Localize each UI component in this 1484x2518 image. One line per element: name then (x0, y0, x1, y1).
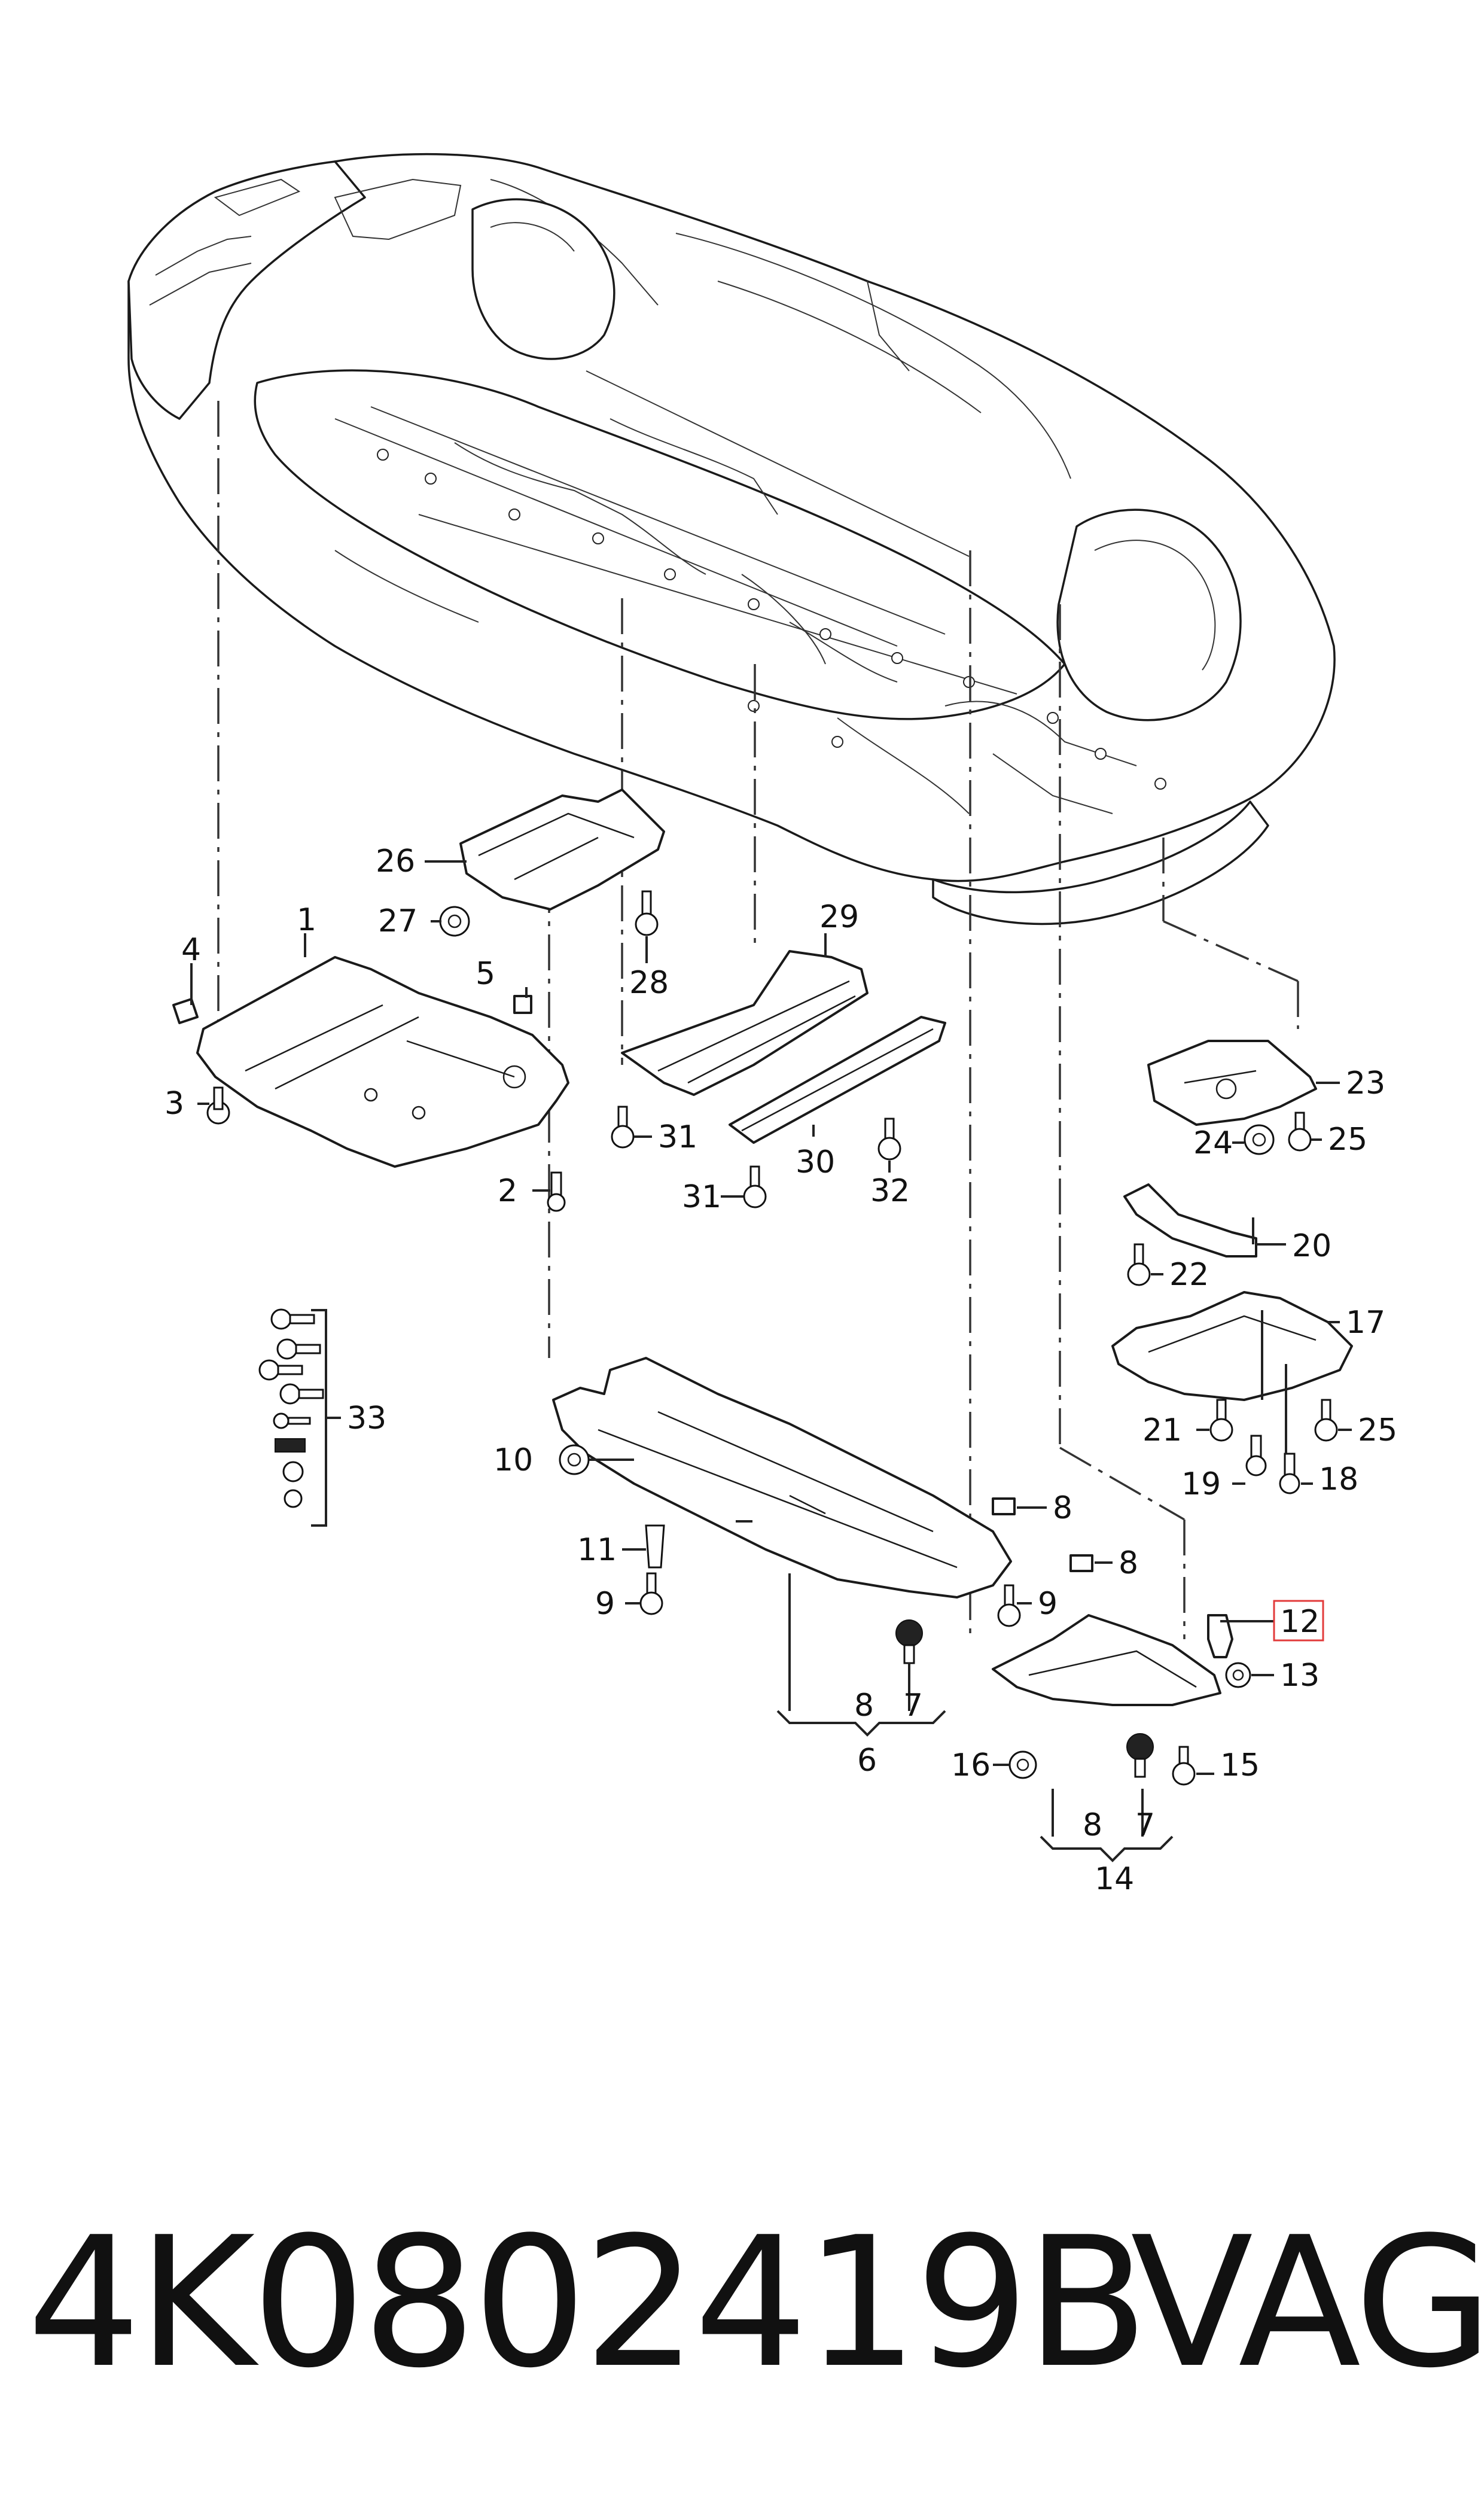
screw-28 (635, 890, 659, 936)
callout-18: 18 (1319, 1462, 1358, 1497)
callout-9a: 9 (595, 1586, 615, 1622)
callout-12: 12 (1280, 1604, 1320, 1640)
screw-9b (997, 1584, 1021, 1627)
fasteners (172, 890, 1338, 1786)
callout-8d: 8 (1083, 1807, 1102, 1843)
clip-18 (1279, 1453, 1300, 1494)
clip-11 (645, 1524, 665, 1569)
callout-31b: 31 (682, 1179, 721, 1215)
nut-13 (1225, 1662, 1251, 1688)
callout-25b: 25 (1358, 1412, 1397, 1448)
callout-leaders (190, 860, 1352, 1862)
screw-15 (1172, 1746, 1196, 1786)
callout-11: 11 (577, 1532, 617, 1568)
callout-28: 28 (629, 965, 669, 1001)
callout-9b: 9 (1038, 1586, 1058, 1622)
screw-9a (639, 1572, 663, 1615)
callout-8c: 8 (854, 1688, 874, 1724)
callout-23: 23 (1346, 1065, 1385, 1101)
part-12-bracket (1207, 1614, 1233, 1658)
callout-22: 22 (1169, 1257, 1209, 1293)
screw-31a (611, 1106, 635, 1149)
callout-2: 2 (498, 1173, 517, 1209)
screw-32 (877, 1118, 901, 1161)
nut-24 (1244, 1124, 1275, 1155)
part-26-shield (459, 788, 665, 911)
callout-13: 13 (1280, 1658, 1320, 1694)
callout-7b: 7 (1135, 1807, 1155, 1843)
part-14-rear-panel (992, 1614, 1221, 1706)
clip-4 (172, 998, 199, 1024)
part-20-bracket (1123, 1183, 1257, 1258)
clip-8b (1069, 1554, 1093, 1572)
screw-31b (743, 1165, 767, 1208)
callout-4: 4 (181, 932, 201, 968)
clip-8a (992, 1497, 1016, 1515)
screw-21 (1209, 1399, 1233, 1442)
callout-6: 6 (857, 1743, 877, 1779)
part-23-rear-shield (1147, 1040, 1317, 1126)
screw-25a (1288, 1112, 1312, 1152)
brand-text: VAG (1130, 2199, 1484, 2407)
part-number-text: 4K0802419B (27, 2199, 1148, 2407)
screw-3 (206, 1086, 230, 1125)
callout-19: 19 (1181, 1466, 1221, 1502)
callout-26: 26 (376, 844, 415, 879)
part-17-side-shield (1111, 1291, 1353, 1401)
fastener-kit-33 (258, 1308, 324, 1508)
screw-25b (1314, 1399, 1338, 1442)
nut-10 (559, 1444, 590, 1475)
callout-32: 32 (870, 1173, 910, 1209)
grommet-7b (1126, 1733, 1154, 1778)
highlight-box-12 (1273, 1600, 1324, 1642)
callout-20: 20 (1292, 1228, 1331, 1264)
nut-27 (439, 906, 470, 937)
callout-8b: 8 (1119, 1545, 1138, 1581)
callout-10: 10 (493, 1442, 533, 1478)
callout-16: 16 (951, 1747, 991, 1783)
clip-19 (1245, 1435, 1267, 1476)
part-1-front-shield (196, 956, 569, 1168)
car-underbody-illustration (127, 153, 1336, 925)
callout-8a: 8 (1053, 1490, 1072, 1526)
callout-24: 24 (1193, 1125, 1233, 1161)
callout-21: 21 (1142, 1412, 1182, 1448)
callout-31a: 31 (658, 1119, 697, 1155)
screw-2 (547, 1171, 566, 1212)
callout-3: 3 (164, 1086, 184, 1122)
callout-17: 17 (1346, 1305, 1385, 1341)
callout-15: 15 (1220, 1747, 1260, 1783)
clip-5 (513, 995, 532, 1014)
grommet-7a (895, 1619, 923, 1664)
part-29-tunnel-shield (621, 950, 869, 1096)
callout-25a: 25 (1328, 1122, 1367, 1158)
part-6-underbody-panel (552, 1357, 1012, 1599)
callout-5: 5 (476, 956, 495, 992)
callout-30: 30 (796, 1144, 835, 1180)
callout-27: 27 (378, 903, 418, 939)
callout-numbers: 1 4 3 5 2 26 27 28 29 30 31 31 32 23 24 … (164, 844, 1397, 1897)
part-30-rail-shield (729, 1016, 946, 1144)
callout-14: 14 (1095, 1861, 1134, 1897)
screw-22 (1127, 1243, 1151, 1286)
callout-1: 1 (297, 902, 316, 938)
nut-16 (1008, 1750, 1037, 1779)
callout-29: 29 (819, 899, 859, 935)
callout-33: 33 (347, 1400, 386, 1436)
callout-7a: 7 (903, 1688, 923, 1724)
